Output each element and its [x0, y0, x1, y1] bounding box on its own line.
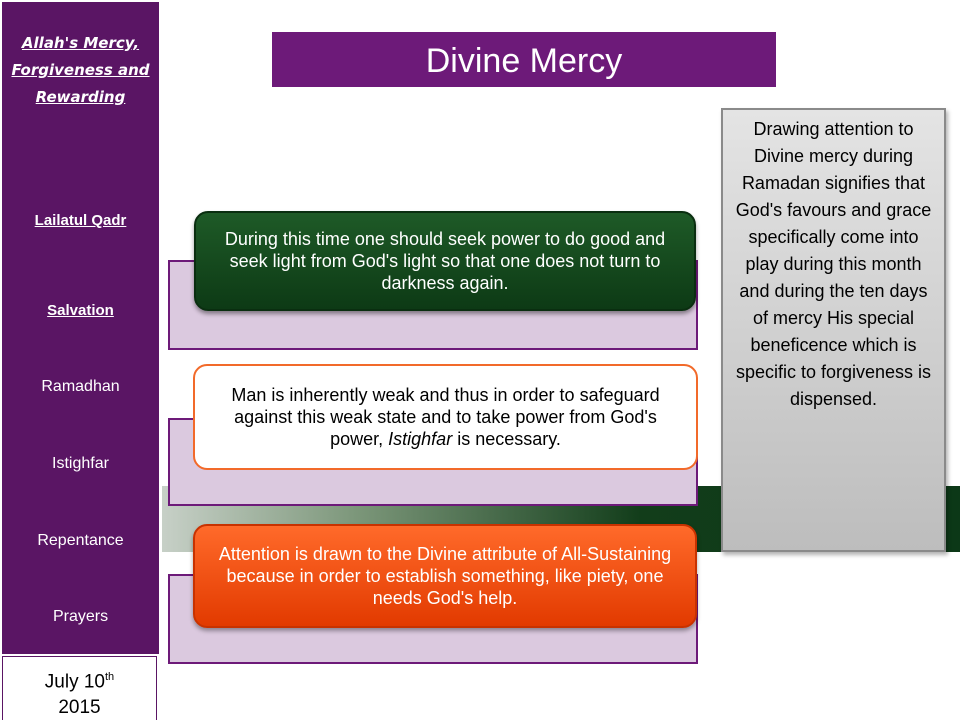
nav-link-lailatul-qadr[interactable]: Lailatul Qadr [34, 212, 127, 229]
date-box: July 10th 2015 [2, 656, 157, 720]
nav-item-ramadhan: Ramadhan [41, 378, 120, 395]
point-callout-seek-power: During this time one should seek power t… [194, 211, 696, 311]
point-callout-istighfar: Man is inherently weak and thus in order… [193, 364, 698, 470]
point-callout-all-sustaining: Attention is drawn to the Divine attribu… [193, 524, 697, 628]
date-month-day: July 10 [44, 671, 105, 693]
point-text-before: Man is inherently weak and thus in order… [231, 385, 660, 449]
date-suffix: th [105, 671, 115, 683]
nav-item-istighfar: Istighfar [52, 455, 109, 472]
point-text: Attention is drawn to the Divine attribu… [218, 544, 672, 608]
nav-link-salvation[interactable]: Salvation [47, 302, 114, 319]
sidebar-nav: Allah's Mercy, Forgiveness and Rewarding… [2, 2, 159, 654]
point-text: Man is inherently weak and thus in order… [215, 384, 676, 450]
point-text-after: is necessary. [452, 429, 561, 449]
nav-item-prayers: Prayers [52, 608, 109, 625]
point-text-italic: Istighfar [388, 429, 453, 449]
side-note-box: Drawing attention to Divine mercy during… [721, 108, 946, 552]
date-year: 2015 [58, 697, 101, 719]
point-text: During this time one should seek power t… [224, 229, 666, 293]
nav-link-allahs-mercy[interactable]: Allah's Mercy, Forgiveness and Rewarding [11, 34, 150, 106]
page-title: Divine Mercy [272, 32, 776, 87]
nav-item-repentance: Repentance [37, 532, 124, 549]
